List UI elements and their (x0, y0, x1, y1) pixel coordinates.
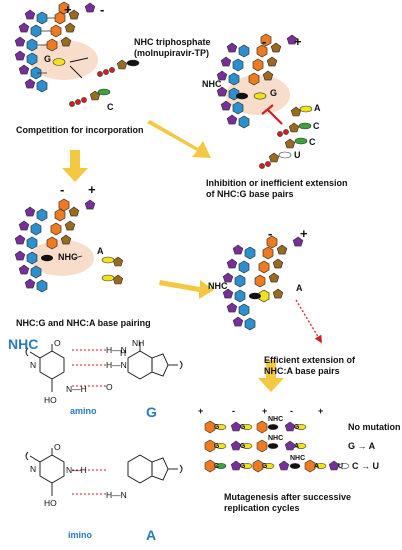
row2-base3: NHC (268, 435, 284, 442)
atom-hn3: H—N (106, 490, 127, 500)
tp-label: NHC triphosphate (molnupiravir-TP) (134, 37, 211, 58)
arrow-to-inhibition (147, 120, 211, 158)
base-c-label: C (107, 102, 114, 112)
base-a-label: A (97, 246, 104, 256)
atom-nh2: NH (132, 338, 145, 348)
base-c-label: C (313, 121, 320, 131)
row3-base6: U (338, 463, 344, 470)
base-a-label: A (296, 283, 303, 293)
strand-minus: - (60, 182, 65, 197)
atom-hn: H—N (106, 345, 127, 355)
strand-plus: + (64, 2, 72, 17)
sign-2: - (232, 406, 235, 416)
row1-base2: G (240, 424, 246, 431)
sign-4: - (290, 406, 293, 416)
row2-base1: G (214, 443, 220, 450)
row2-base4: A (294, 443, 300, 450)
base-g-label: G (270, 88, 278, 98)
duplex-extension (222, 235, 323, 344)
strand-minus: - (100, 2, 105, 17)
mutagenesis-label: Mutagenesis after successive replication… (224, 492, 352, 513)
duplex-pairing (14, 198, 124, 293)
strand-minus: - (268, 226, 273, 241)
atom-nh: N—H (66, 384, 87, 394)
row2-base2: G (240, 443, 246, 450)
arrow-to-pairing (62, 150, 88, 182)
strand-minus: - (262, 34, 267, 49)
sign-3: + (262, 406, 268, 416)
chem-imino-a (25, 448, 183, 496)
mutagenesis-rows (204, 420, 350, 473)
atom-ho2: HO (44, 498, 57, 508)
row1-base3: NHC (268, 416, 284, 423)
row3-result: C → U (352, 461, 379, 471)
atom-hn2: H—N (106, 360, 127, 370)
chem-amino-g (25, 342, 183, 392)
atom-h: H (120, 348, 127, 358)
atom-n: N (30, 360, 37, 370)
row1-result: No mutation (348, 422, 401, 432)
pairing-label: NHC:G and NHC:A base pairing (16, 318, 151, 328)
duplex-inhibition (216, 33, 313, 169)
extension-label: Efficient extension of NHC:A base pairs (264, 355, 356, 376)
base-g-label: G (44, 54, 52, 64)
amino-label: amino (70, 406, 97, 416)
duplex-competition (14, 1, 140, 107)
strand-plus: + (300, 226, 308, 241)
inhibition-label: Inhibition or inefficient extension of N… (206, 178, 348, 199)
row3-base3: G (262, 463, 268, 470)
g-label: G (146, 404, 157, 420)
row3-base5: A (314, 463, 320, 470)
a-label: A (146, 527, 157, 543)
sign-5: + (318, 406, 324, 416)
row1-base1: G (214, 424, 220, 431)
base-a-label: A (314, 103, 321, 113)
strand-plus: + (88, 182, 96, 197)
base-u-label: U (294, 150, 301, 160)
competition-label: Competition for incorporation (16, 125, 144, 135)
row3-base2: G (240, 463, 246, 470)
atom-o: O (54, 338, 61, 348)
row2-result: G → A (348, 441, 376, 451)
arrow-to-extension (159, 280, 214, 299)
row1-base4: G (294, 424, 300, 431)
atom-n-imino: N (30, 464, 37, 474)
strand-plus: + (294, 34, 302, 49)
chem-title: NHC (8, 336, 39, 352)
nhc-label: NHC (208, 281, 228, 291)
sign-1: + (198, 406, 204, 416)
arrow-to-mutagenesis (258, 360, 284, 392)
atom-o-imino: O (54, 442, 61, 452)
imino-label: imino (68, 530, 92, 540)
base-c2-label: C (309, 137, 316, 147)
nhc-label: NHC (202, 79, 222, 89)
row3-base4: NHC (290, 455, 306, 462)
atom-ho: HO (44, 395, 57, 405)
atom-nh3: N—H (66, 465, 87, 475)
nhc-label: NHC (58, 252, 78, 262)
row3-base1: C (214, 463, 220, 470)
flow-arrows (62, 120, 284, 392)
atom-o2: O (106, 382, 113, 392)
